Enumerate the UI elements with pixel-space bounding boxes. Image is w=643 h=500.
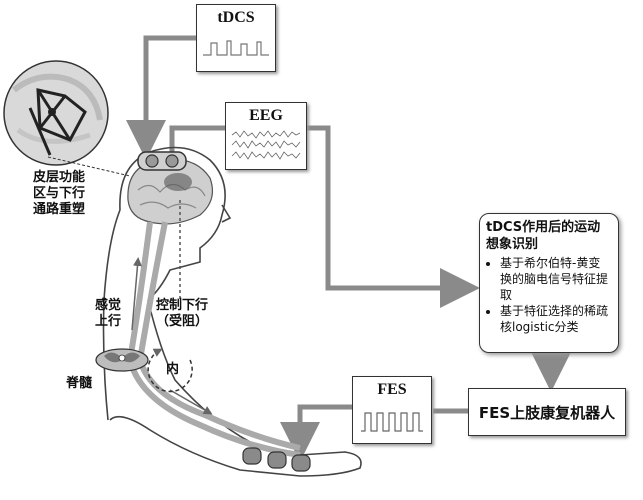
inner-rotation-label: 内 xyxy=(166,362,180,377)
tdcs-title: tDCS xyxy=(217,9,255,26)
recognition-title: tDCS作用后的运动想象识别 xyxy=(486,220,601,252)
tdcs-electrodes xyxy=(137,151,187,171)
spinal-cord xyxy=(95,348,149,372)
eeg-box: EEG xyxy=(225,102,307,170)
eeg-title: EEG xyxy=(249,107,283,124)
fes-electrodes xyxy=(242,447,311,472)
arrow-tdcs-to-head xyxy=(126,35,196,160)
spinal-cord-label: 脊髓 xyxy=(66,376,93,391)
fes-robot-box: FES上肢康复机器人 xyxy=(468,388,626,436)
rotation-arrow xyxy=(147,348,193,393)
arrow-eeg-to-recognition xyxy=(305,125,480,308)
fes-pulse-icon xyxy=(361,412,423,432)
motor-label: 控制下行 （受阻） xyxy=(155,298,208,329)
arrow-fes-to-arm xyxy=(280,404,352,462)
cortex-label: 皮层功能 区与下行 通路重塑 xyxy=(32,170,85,217)
recognition-box: tDCS作用后的运动想象识别 基于希尔伯特-黄变换的脑电信号特征提取 基于特征选… xyxy=(479,213,619,353)
cortex-inset xyxy=(3,60,131,177)
sensory-label: 感觉 上行 xyxy=(94,298,121,329)
recognition-list: 基于希尔伯特-黄变换的脑电信号特征提取 基于特征选择的稀疏核logistic分类 xyxy=(486,255,612,335)
recognition-item: 基于希尔伯特-黄变换的脑电信号特征提取 xyxy=(500,255,612,303)
tdcs-box: tDCS xyxy=(196,4,276,72)
eeg-signal-icon xyxy=(231,130,301,160)
tdcs-waveform-icon xyxy=(203,40,269,56)
fes-title: FES xyxy=(377,381,407,398)
recognition-item: 基于特征选择的稀疏核logistic分类 xyxy=(500,303,612,335)
fes-robot-label: FES上肢康复机器人 xyxy=(478,403,616,422)
fes-box: FES xyxy=(352,376,432,444)
